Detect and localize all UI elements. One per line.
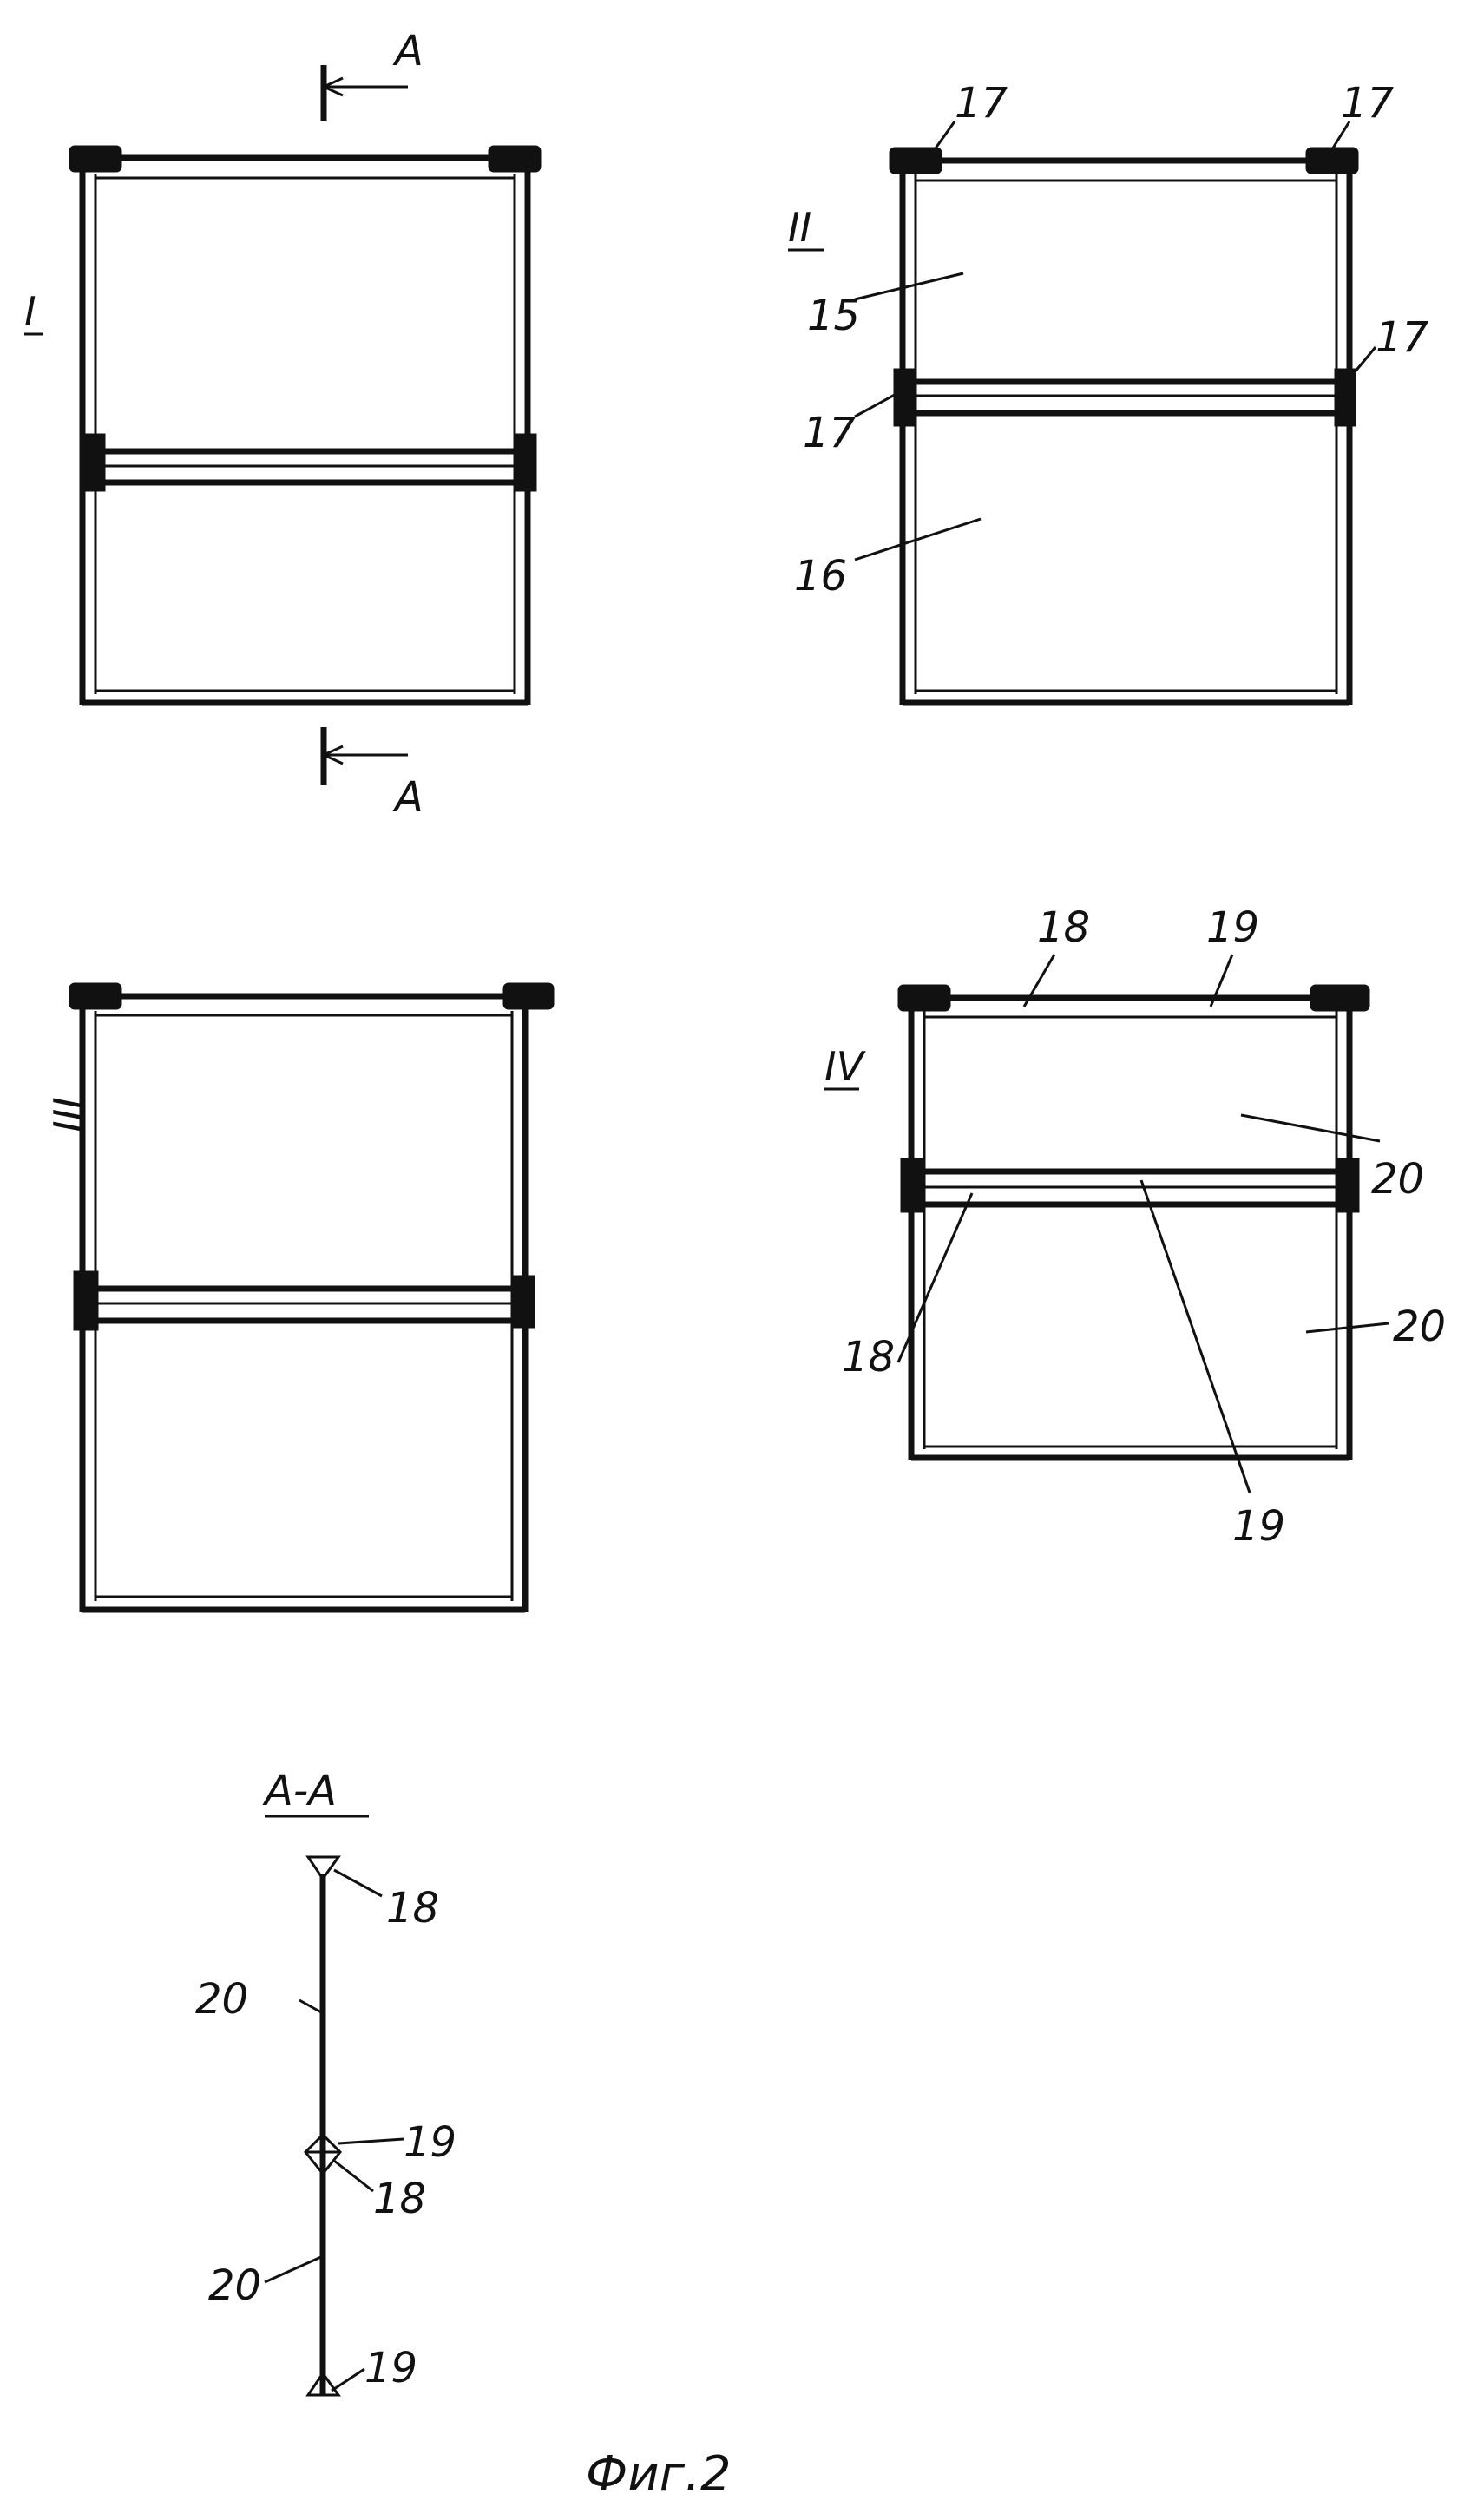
label-20: 20 (208, 2261, 261, 2310)
connector-block (1334, 368, 1356, 427)
connector-block (82, 433, 106, 492)
connector-block (502, 982, 555, 1010)
triangle-up (305, 2371, 341, 2397)
triangle-down (305, 1855, 341, 1881)
view-IV: IV 18 19 20 18 20 19 (824, 903, 1446, 1551)
label-18: 18 (373, 2175, 426, 2223)
connector-block (1310, 984, 1370, 1012)
connector-block (889, 147, 942, 174)
connector-block (69, 145, 122, 173)
label-19: 19 (1232, 1502, 1285, 1551)
connector-block (1305, 147, 1359, 174)
connector-block (1336, 1158, 1360, 1213)
label-20: 20 (1371, 1155, 1424, 1204)
view-I: I (24, 145, 542, 706)
view-label-III: III (45, 1097, 92, 1132)
section-mark-top: A (320, 27, 424, 121)
connector-block (511, 1275, 535, 1329)
connector-block (69, 982, 122, 1010)
connector-block (73, 1270, 99, 1331)
connector-block (897, 984, 951, 1012)
label-18: 18 (1037, 903, 1090, 952)
diamond (303, 2132, 343, 2176)
label-15: 15 (807, 292, 860, 340)
label-20: 20 (195, 1975, 248, 2024)
view-label-I: I (24, 288, 36, 335)
label-20: 20 (1393, 1303, 1446, 1351)
label-18: 18 (386, 1884, 439, 1933)
view-II: II 17 17 15 17 17 16 (788, 79, 1429, 706)
section-mark-bottom: A (320, 727, 424, 822)
label-17: 17 (803, 409, 857, 457)
section-AA: A-A 18 20 19 18 20 19 (195, 1767, 456, 2397)
label-16: 16 (794, 552, 847, 600)
label-19: 19 (364, 2344, 417, 2392)
view-label-IV: IV (824, 1043, 867, 1090)
label-17: 17 (1376, 313, 1429, 362)
figure-caption: Фиг.2 (586, 2446, 731, 2503)
connector-block (488, 145, 542, 173)
view-label-II: II (788, 204, 811, 251)
connector-block (893, 368, 917, 427)
connector-block (900, 1158, 926, 1213)
label-17: 17 (1341, 79, 1395, 128)
label-17: 17 (955, 79, 1008, 128)
section-letter-bottom: A (392, 773, 424, 822)
section-letter-top: A (392, 27, 424, 75)
label-19: 19 (1206, 903, 1259, 952)
label-19: 19 (404, 2118, 456, 2167)
connector-block (515, 433, 537, 492)
label-18: 18 (842, 1333, 895, 1381)
section-title: A-A (262, 1767, 337, 1815)
view-III: III (45, 982, 555, 1613)
